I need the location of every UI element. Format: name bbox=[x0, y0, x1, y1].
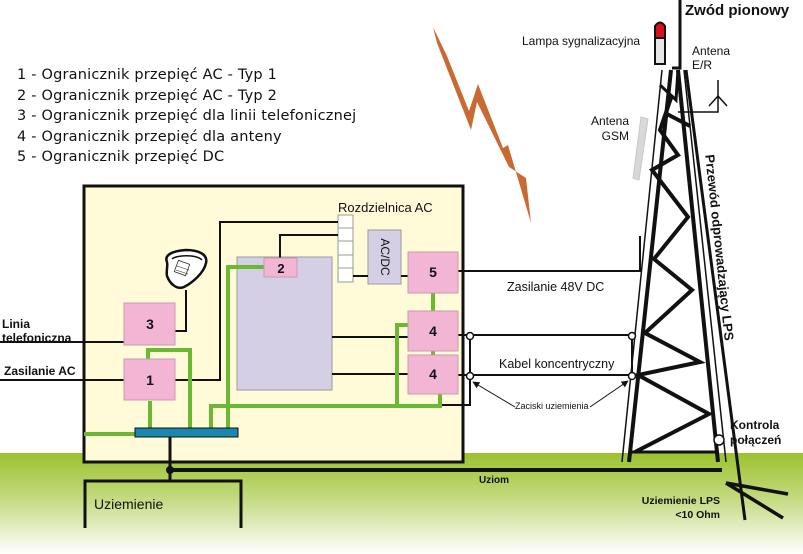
phone-line-label-line2: telefoniczna bbox=[2, 331, 72, 345]
spd-label-4b: 4 bbox=[429, 366, 437, 382]
spd-label-3: 3 bbox=[146, 316, 154, 332]
legend: 1 - Ogranicznik przepięć AC - Typ 1 2 - … bbox=[17, 65, 356, 168]
legend-item-1: 1 - Ogranicznik przepięć AC - Typ 1 bbox=[17, 67, 278, 83]
vertical-conductor-label: Zwód pionowy bbox=[685, 2, 790, 19]
legend-item-4: 4 - Ogranicznik przepięć dla anteny bbox=[17, 128, 282, 145]
coax-cable-label: Kabel koncentryczny bbox=[499, 357, 615, 371]
earthing-busbar bbox=[134, 427, 239, 438]
spd-label-2: 2 bbox=[277, 261, 284, 276]
spd-box-4b bbox=[407, 354, 459, 395]
legend-item-3: 3 - Ogranicznik przepięć dla linii telef… bbox=[17, 108, 357, 124]
legend-item-5: 5 - Ogranicznik przepięć DC bbox=[17, 149, 225, 165]
spd-box-4a bbox=[407, 310, 459, 352]
connection-check-label-line1: Kontrola bbox=[730, 418, 780, 432]
earthing-clamps-label: Zaciski uziemienia bbox=[515, 401, 589, 411]
dc-supply-label: Zasilanie 48V DC bbox=[507, 280, 605, 294]
gsm-antenna-label: Antena GSM bbox=[589, 114, 629, 144]
lps-earthing-label-line1: Uziemienie LPS bbox=[641, 495, 720, 507]
phone-line-label: Linia telefoniczna bbox=[2, 317, 71, 345]
lps-down-conductor bbox=[684, 69, 747, 521]
ground-rod bbox=[725, 481, 789, 496]
spd-label-1: 1 bbox=[146, 372, 154, 388]
spd-box-3 bbox=[123, 302, 176, 346]
signal-lamp-label: Lampa sygnalizacyjna bbox=[522, 34, 641, 48]
earthing-label: Uziemienie bbox=[94, 496, 164, 512]
signal-lamp-icon bbox=[654, 21, 666, 65]
air-terminal-rod bbox=[672, 0, 682, 70]
spd-label-5: 5 bbox=[429, 264, 437, 280]
lps-earthing-label: Uziemienie LPS <10 Ohm bbox=[622, 494, 720, 522]
equipment-cabinet bbox=[236, 256, 333, 391]
earth-junction bbox=[166, 466, 174, 474]
gsm-antenna-label-line2: GSM bbox=[601, 129, 629, 143]
spd-box-5 bbox=[407, 251, 459, 294]
gsm-antenna-label-line1: Antena bbox=[590, 114, 629, 128]
telephone-icon bbox=[165, 248, 208, 289]
earth-electrode-label: Uziom bbox=[479, 475, 509, 486]
er-antenna-label-line1: Antena bbox=[692, 44, 731, 58]
phone-line-label-line1: Linia bbox=[2, 317, 31, 331]
ground-rod bbox=[725, 481, 784, 520]
connection-check-point bbox=[713, 434, 725, 446]
lps-earthing-label-line2: <10 Ohm bbox=[675, 509, 720, 521]
acdc-converter bbox=[367, 229, 402, 285]
lps-conductor-label: Przewód odprowadzający LPS bbox=[702, 154, 737, 342]
tower bbox=[621, 69, 727, 463]
er-antenna-label-line2: E/R bbox=[692, 58, 713, 72]
clamp-callout-arrows bbox=[472, 380, 629, 408]
connection-check-label: Kontrola połączeń bbox=[730, 418, 781, 448]
connection-check-label-line2: połączeń bbox=[730, 433, 782, 447]
earthing-clamps bbox=[465, 331, 637, 381]
er-antenna-icon bbox=[678, 80, 728, 113]
spd-box-2 bbox=[263, 257, 298, 278]
distribution-board-label: Rozdzielnica AC bbox=[338, 200, 433, 215]
er-antenna-label: Antena E/R bbox=[692, 44, 730, 72]
gsm-antenna-icon bbox=[632, 116, 649, 181]
spd-label-4a: 4 bbox=[429, 323, 437, 339]
spd-box-1 bbox=[123, 358, 176, 401]
ac-supply-label: Zasilanie AC bbox=[4, 364, 76, 378]
distribution-board bbox=[337, 214, 354, 283]
signal-wiring bbox=[0, 221, 641, 406]
acdc-label: AC/DC bbox=[378, 238, 392, 276]
legend-item-2: 2 - Ogranicznik przepięć AC - Typ 2 bbox=[17, 87, 278, 104]
